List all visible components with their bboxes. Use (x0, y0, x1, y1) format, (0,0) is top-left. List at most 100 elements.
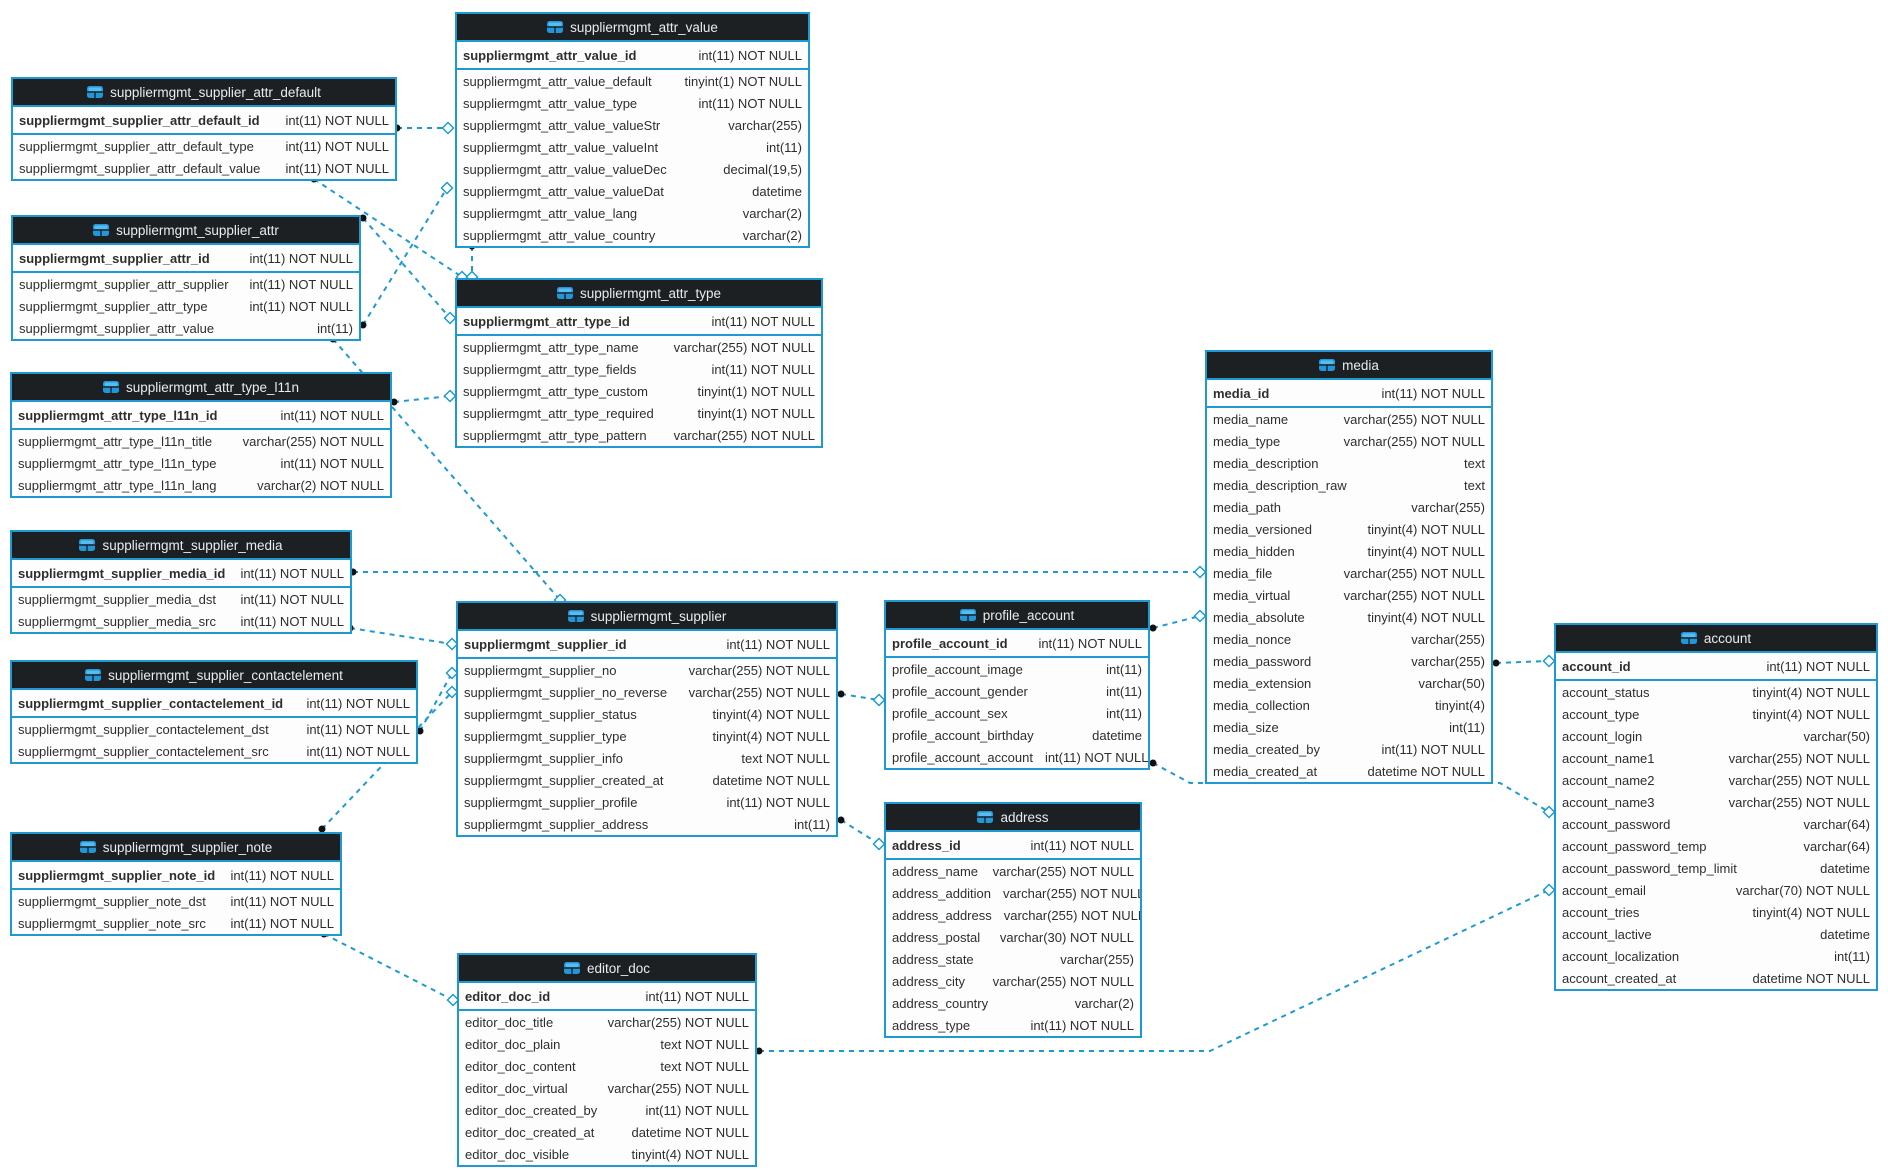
column-type: int(11) (1449, 719, 1485, 735)
table-icon (959, 609, 976, 621)
column-name: address_state (892, 951, 974, 967)
table-suppliermgmt_attr_type[interactable]: suppliermgmt_attr_type suppliermgmt_attr_… (455, 278, 823, 448)
table-header[interactable]: address (886, 804, 1140, 832)
relationship-line (419, 672, 453, 732)
column-type: int(11) NOT NULL (1381, 385, 1485, 401)
many-end-diamond (1542, 654, 1556, 668)
table-header[interactable]: profile_account (886, 602, 1148, 630)
column-type: tinyint(4) NOT NULL (1367, 521, 1485, 537)
table-header[interactable]: suppliermgmt_supplier_attr_default (13, 79, 395, 107)
table-icon (79, 841, 96, 853)
table-suppliermgmt_supplier_note[interactable]: suppliermgmt_supplier_note suppliermgmt_s… (10, 832, 342, 936)
table-header[interactable]: suppliermgmt_supplier (458, 603, 836, 631)
column-type: int(11) NOT NULL (645, 988, 749, 1004)
column-name: media_extension (1213, 675, 1312, 691)
relationship-line (1152, 615, 1201, 629)
column-type: decimal(19,5) (723, 161, 802, 177)
column-type: int(11) NOT NULL (230, 867, 334, 883)
column-name: suppliermgmt_attr_value_valueStr (463, 117, 661, 133)
column-name: suppliermgmt_attr_value_country (463, 227, 656, 243)
relationship-line (349, 627, 453, 645)
column-type: varchar(255) (1411, 653, 1485, 669)
column-name: media_nonce (1213, 631, 1292, 647)
column-type: tinyint(4) NOT NULL (1367, 609, 1485, 625)
column-type: int(11) NOT NULL (285, 112, 389, 128)
table-header[interactable]: editor_doc (459, 955, 755, 983)
table-header[interactable]: account (1556, 625, 1876, 653)
column-type: int(11) (1106, 705, 1142, 721)
column-type: varchar(2) (742, 205, 802, 221)
table-header[interactable]: suppliermgmt_attr_type_l11n (12, 374, 390, 402)
column-name: suppliermgmt_supplier_contactelement_id (18, 695, 284, 711)
table-header[interactable]: suppliermgmt_supplier_contactelement (12, 662, 416, 690)
table-header[interactable]: media (1207, 352, 1491, 380)
table-title: address (1000, 809, 1049, 825)
column-name: suppliermgmt_supplier_media_id (18, 565, 226, 581)
table-header[interactable]: suppliermgmt_attr_value (457, 14, 808, 42)
column-name: suppliermgmt_supplier_address (464, 816, 649, 832)
table-suppliermgmt_supplier[interactable]: suppliermgmt_supplier suppliermgmt_suppli… (456, 601, 838, 837)
column-name: suppliermgmt_attr_value_valueDat (463, 183, 664, 199)
column-name: address_address (892, 907, 992, 923)
table-header[interactable]: suppliermgmt_supplier_note (12, 834, 340, 862)
one-end-dot (1149, 759, 1157, 767)
relationship-line (362, 217, 451, 319)
table-header[interactable]: suppliermgmt_supplier_media (12, 532, 350, 560)
column-name: suppliermgmt_supplier_note_src (18, 915, 206, 931)
table-header[interactable]: suppliermgmt_attr_type (457, 280, 821, 308)
table-suppliermgmt_supplier_media[interactable]: suppliermgmt_supplier_media suppliermgmt_… (10, 530, 352, 634)
column-name: suppliermgmt_supplier_created_at (464, 772, 664, 788)
table-header[interactable]: suppliermgmt_supplier_attr (13, 217, 359, 245)
column-name: suppliermgmt_supplier_attr_default_type (19, 138, 254, 154)
many-end-diamond (1542, 883, 1556, 897)
column-name: account_password_temp (1562, 838, 1707, 854)
table-icon (563, 962, 580, 974)
table-title: suppliermgmt_supplier_attr_default (110, 84, 321, 100)
column-type: int(11) NOT NULL (1030, 837, 1134, 853)
column-name: suppliermgmt_supplier_media_src (18, 613, 216, 629)
column-type: tinyint(4) NOT NULL (1752, 706, 1870, 722)
column-type: text NOT NULL (660, 1036, 749, 1052)
relationship-line (362, 187, 448, 326)
column-type: datetime (1092, 727, 1142, 743)
table-suppliermgmt_attr_type_l11n[interactable]: suppliermgmt_attr_type_l11n suppliermgmt_… (10, 372, 392, 498)
column-name: suppliermgmt_supplier_profile (464, 794, 638, 810)
column-name: suppliermgmt_attr_type_l11n_title (18, 433, 213, 449)
column-name: suppliermgmt_supplier_note_id (18, 867, 216, 883)
column-type: datetime (1820, 860, 1870, 876)
column-type: int(11) (766, 139, 802, 155)
column-name: account_lactive (1562, 926, 1652, 942)
